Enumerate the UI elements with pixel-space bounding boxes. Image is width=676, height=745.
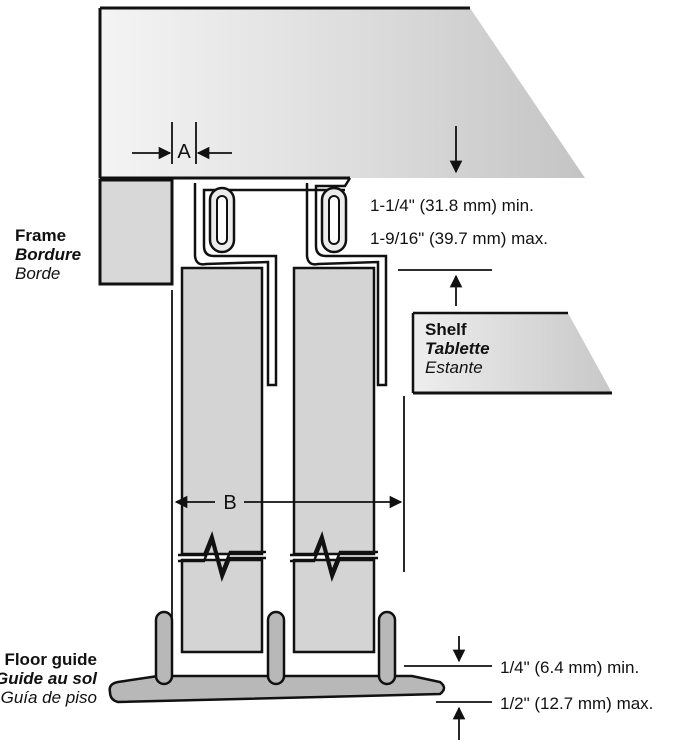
shelf-label-fr: Tablette: [425, 339, 490, 358]
door-panel-left: [178, 183, 345, 654]
floor-max-text: 1/2" (12.7 mm) max.: [500, 694, 653, 713]
floor-guide-label: Floor guide Guide au sol Guía de piso: [0, 650, 98, 707]
dimension-b: B: [171, 290, 405, 668]
frame-label-es: Borde: [15, 264, 60, 283]
dimension-a: A: [132, 122, 232, 164]
dimension-floor: 1/4" (6.4 mm) min. 1/2" (12.7 mm) max.: [404, 636, 653, 740]
shelf-block: [411, 311, 612, 395]
shelf-label: Shelf Tablette Estante: [425, 320, 490, 377]
frame-label: Frame Bordure Borde: [15, 226, 81, 283]
floor-guide-label-es: Guía de piso: [1, 688, 97, 707]
header-track-housing: [98, 6, 585, 180]
floor-guide: [108, 610, 446, 704]
frame-label-en: Frame: [15, 226, 66, 245]
dimension-a-label: A: [177, 141, 191, 163]
frame-label-fr: Bordure: [15, 245, 81, 264]
floor-guide-label-en: Floor guide: [4, 650, 97, 669]
gap-min-text: 1-1/4" (31.8 mm) min.: [370, 196, 534, 215]
floor-min-text: 1/4" (6.4 mm) min.: [500, 658, 639, 677]
door-panel-right: [290, 177, 388, 654]
frame-block: [98, 178, 174, 286]
gap-max-text: 1-9/16" (39.7 mm) max.: [370, 229, 548, 248]
dimension-b-label: B: [223, 492, 236, 514]
shelf-label-es: Estante: [425, 358, 483, 377]
dimension-gap: 1-1/4" (31.8 mm) min. 1-9/16" (39.7 mm) …: [370, 126, 548, 306]
floor-guide-label-fr: Guide au sol: [0, 669, 98, 688]
shelf-label-en: Shelf: [425, 320, 467, 339]
